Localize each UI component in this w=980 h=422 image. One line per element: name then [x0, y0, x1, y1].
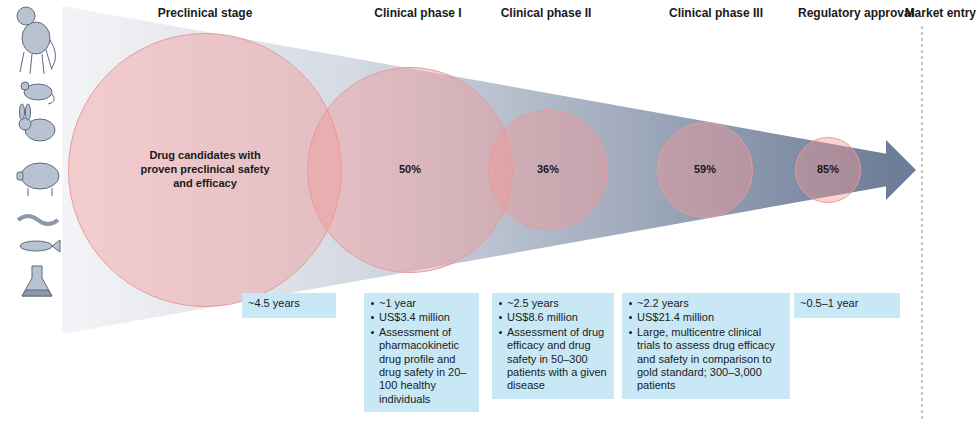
fish-icon	[20, 240, 60, 252]
stage-heading: Clinical phase I	[374, 6, 461, 20]
flask-icon	[22, 266, 52, 296]
funnel-band	[62, 6, 888, 334]
stage-info-box: ~1 yearUS$3.4 millionAssessment of pharm…	[364, 293, 479, 412]
stage-heading: Clinical phase II	[501, 6, 592, 20]
stage-info-box: ~2.2 yearsUS$21.4 millionLarge, multicen…	[622, 293, 790, 399]
stage-fact: Large, multicentre clinical trials to as…	[628, 326, 784, 393]
stage-info-box: ~4.5 years	[242, 293, 336, 318]
stage-circle: 36%	[488, 110, 608, 230]
stage-fact: US$21.4 million	[628, 311, 784, 324]
stage-heading: Regulatory approval	[798, 6, 914, 20]
stage-fact: US$3.4 million	[370, 311, 473, 324]
stage-fact: Assessment of pharmacokinetic drug profi…	[370, 326, 473, 406]
success-rate: 50%	[399, 163, 421, 177]
stage-fact: ~2.2 years	[628, 297, 784, 310]
stage-circle: 85%	[795, 137, 861, 203]
success-rate: 36%	[537, 163, 559, 177]
stage-info-box: ~2.5 yearsUS$8.6 millionAssessment of dr…	[492, 293, 614, 399]
stage-heading: Clinical phase III	[669, 6, 763, 20]
stage-heading: Market entry	[905, 6, 976, 20]
stage-fact: ~4.5 years	[248, 297, 330, 310]
pig-icon	[17, 163, 59, 196]
circle-shape	[69, 34, 342, 307]
success-rate: Drug candidates with proven preclinical …	[130, 149, 280, 190]
mouse-icon	[21, 82, 54, 104]
circle-shape	[308, 68, 513, 273]
stage-circle: Drug candidates with proven preclinical …	[68, 33, 342, 307]
circle-shape	[489, 111, 608, 230]
worm-icon	[18, 216, 58, 224]
model-organisms	[17, 7, 60, 296]
stage-info-box: ~0.5–1 year	[794, 293, 900, 318]
market-divider	[922, 26, 923, 422]
stage-fact: ~1 year	[370, 297, 473, 310]
stage-fact: ~2.5 years	[498, 297, 608, 310]
stage-heading: Preclinical stage	[158, 6, 253, 20]
success-rate: 59%	[694, 163, 716, 177]
monkey-icon	[17, 7, 56, 74]
stage-circle: 59%	[657, 122, 753, 218]
stage-fact: US$8.6 million	[498, 311, 608, 324]
rabbit-icon	[19, 104, 55, 141]
stage-fact: Assessment of drug efficacy and drug saf…	[498, 326, 608, 393]
success-rate: 85%	[817, 163, 839, 177]
circle-shape	[658, 123, 753, 218]
stage-fact: ~0.5–1 year	[800, 297, 894, 310]
stage-circle: 50%	[307, 67, 513, 273]
arrow-head	[886, 140, 916, 200]
circle-shape	[796, 138, 861, 203]
